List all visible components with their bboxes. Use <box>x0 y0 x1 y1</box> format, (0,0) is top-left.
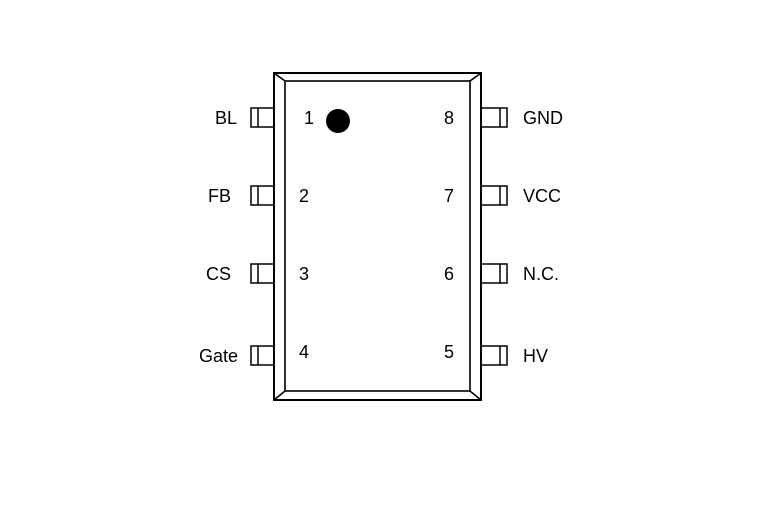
package-bevel-line <box>273 72 286 82</box>
pin-name-label: FB <box>208 186 231 206</box>
pin-lead <box>250 263 275 284</box>
pin-number-label: 8 <box>444 108 454 128</box>
pin-number-label: 3 <box>299 264 309 284</box>
pin-number-label: 6 <box>444 264 454 284</box>
ic-package-body <box>273 72 482 401</box>
left-pin-row-4: Gate 4 <box>199 342 309 366</box>
package-bevel-line <box>273 390 286 401</box>
left-pin-row-2: FB 2 <box>208 185 309 206</box>
pin-lead <box>480 263 508 284</box>
pin-name-label: CS <box>206 264 231 284</box>
pin-number-label: 7 <box>444 186 454 206</box>
pin-lead <box>250 345 275 366</box>
pin-lead <box>250 185 275 206</box>
package-bevel-line <box>469 72 482 82</box>
pin-number-label: 1 <box>304 108 314 128</box>
right-pin-row-7: 7 VCC <box>444 185 561 206</box>
left-pin-row-1: BL 1 <box>215 107 314 128</box>
pin-number-label: 5 <box>444 342 454 362</box>
pin-name-label: BL <box>215 108 237 128</box>
right-pin-row-6: 6 N.C. <box>444 263 559 284</box>
pin-number-label: 2 <box>299 186 309 206</box>
pin-name-label: Gate <box>199 346 238 366</box>
pin1-marker-dot <box>326 109 350 133</box>
package-outer-outline <box>273 72 482 401</box>
pin-number-label: 4 <box>299 342 309 362</box>
right-pin-row-8: 8 GND <box>444 107 563 128</box>
pin-name-label: N.C. <box>523 264 559 284</box>
pin-name-label: VCC <box>523 186 561 206</box>
pin-name-label: GND <box>523 108 563 128</box>
pin-lead <box>480 345 508 366</box>
pin-lead <box>480 107 508 128</box>
pin-name-label: HV <box>523 346 548 366</box>
package-inner-outline <box>284 80 471 392</box>
pin-lead <box>250 107 275 128</box>
left-pin-row-3: CS 3 <box>206 263 309 284</box>
right-pin-row-5: 5 HV <box>444 342 548 366</box>
pin-lead <box>480 185 508 206</box>
package-bevel-line <box>469 390 482 401</box>
